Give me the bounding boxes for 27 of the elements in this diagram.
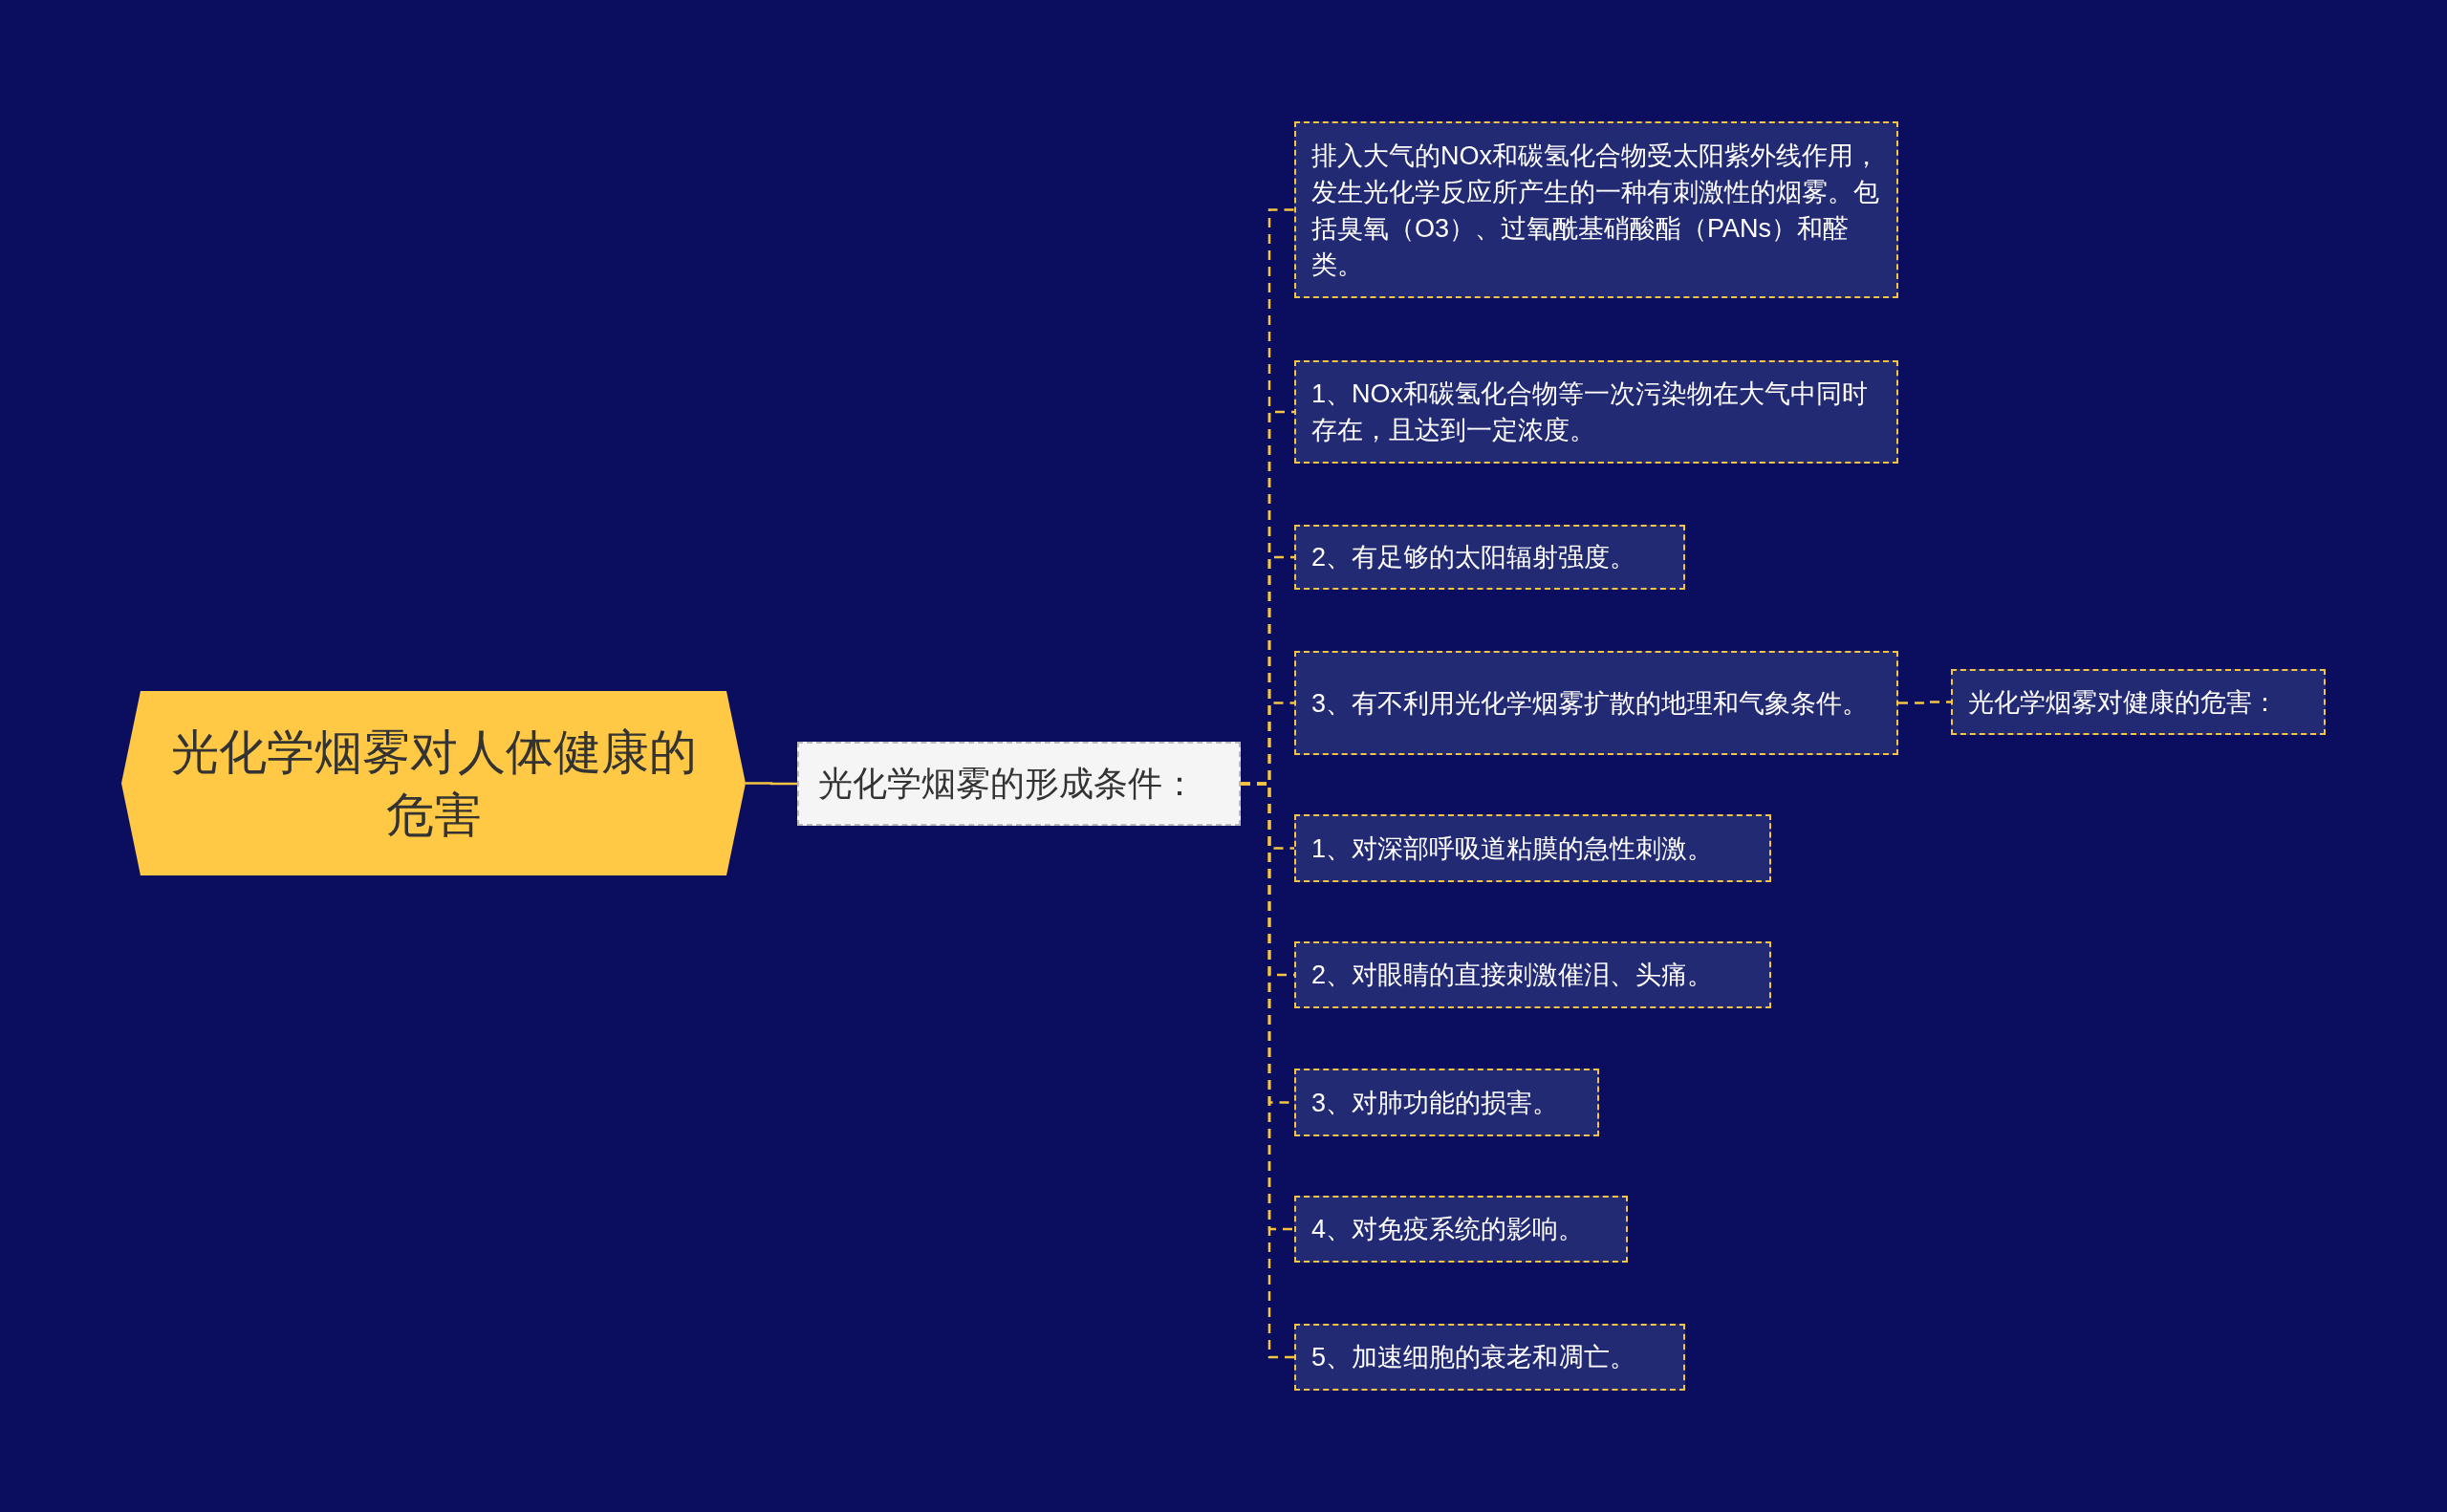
leaf-text: 3、对肺功能的损害。 [1311,1087,1559,1119]
leaf-text: 2、有足够的太阳辐射强度。 [1311,542,1636,573]
leaf-box [1294,814,1771,882]
leaf-box [1951,669,2326,735]
leaf-box [1294,525,1685,590]
leaf-text: 排入大气的NOx和碳氢化合物受太阳紫外线作用，发生光化学反应所产生的一种有刺激性的烟雾。包括臭氧（O3）、过氧酰基硝酸酯（PANs）和醛类。 [1311,140,1880,281]
leaf-box [1294,121,1898,298]
leaf-box [1294,1196,1628,1263]
leaf-box [1294,651,1898,755]
leaf-text: 1、NOx和碳氢化合物等一次污染物在大气中同时存在，且达到一定浓度。 [1311,378,1870,446]
leaf-box [1294,1069,1599,1136]
leaf-box [1294,360,1898,464]
branch-text: 光化学烟雾的形成条件： [818,763,1197,805]
leaf-text: 1、对深部呼吸道粘膜的急性刺激。 [1311,832,1714,865]
leaf-box [1294,941,1771,1008]
topic-text: 光化学烟雾对人体健康的危害 [169,724,698,844]
connector-line [1241,782,1294,1359]
branch-box [797,742,1241,826]
connector-line [746,782,797,786]
leaf-text: 4、对免疫系统的影响。 [1311,1214,1585,1245]
leaf-box [1294,1324,1685,1391]
leaf-text: 光化学烟雾对健康的危害： [1968,686,2278,719]
leaf-text: 2、对眼睛的直接刺激催泪、头痛。 [1311,960,1714,991]
leaf-text: 3、有不利用光化学烟雾扩散的地理和气象条件。 [1311,687,1869,720]
connector-line [1898,701,1951,704]
topic-hexagon [121,691,746,875]
leaf-text: 5、加速细胞的衰老和凋亡。 [1311,1342,1636,1373]
